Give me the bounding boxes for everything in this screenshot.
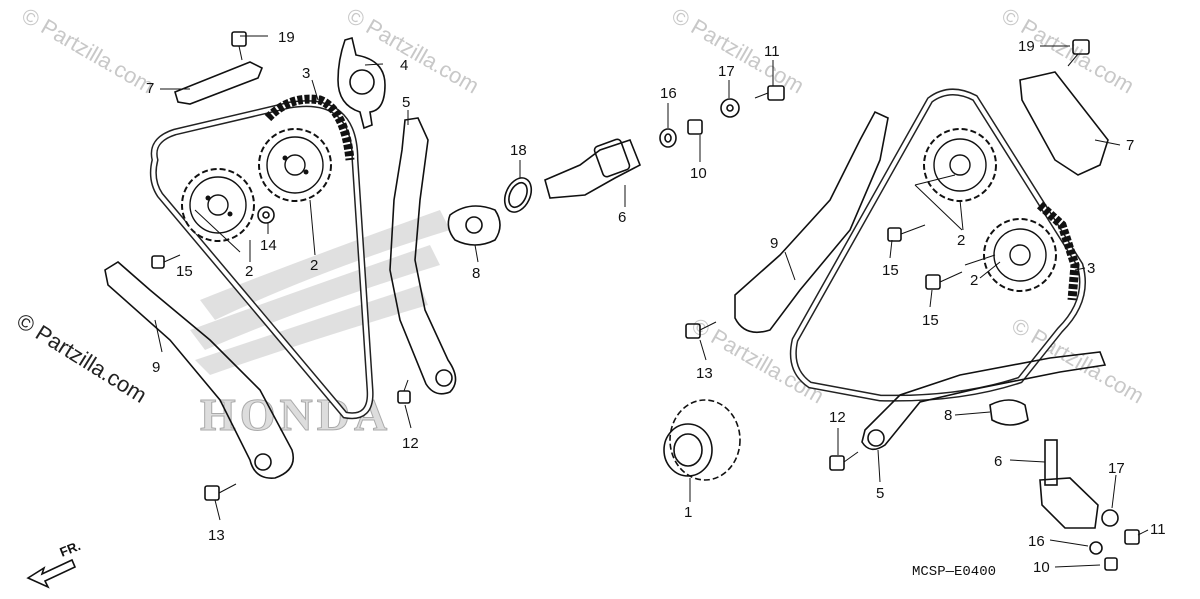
callout-label: 15	[882, 262, 899, 279]
washer-icon	[1089, 541, 1103, 555]
watermark: © Partzilla.com	[343, 3, 484, 99]
callout-label: 7	[1126, 137, 1134, 154]
cam-chain-tensioner	[1039, 439, 1099, 529]
bolt-icon	[151, 254, 181, 269]
washer-icon	[720, 98, 740, 118]
callout-label: 13	[208, 527, 225, 544]
callout-label: 17	[1108, 460, 1125, 477]
callout-label: 9	[770, 235, 778, 252]
crank-sprocket	[663, 399, 741, 481]
cam-chain-short	[1036, 201, 1080, 301]
callout-label: 3	[302, 65, 310, 82]
callout-label: 5	[402, 94, 410, 111]
watermark: © Partzilla.com	[18, 3, 159, 99]
tensioner-arm	[861, 351, 1107, 451]
bolt-icon	[1104, 557, 1118, 571]
callout-label: 16	[1028, 533, 1045, 550]
callout-label: 5	[876, 485, 884, 502]
callout-label: 9	[152, 359, 160, 376]
leader-lines	[154, 35, 1149, 568]
bolt-icon	[231, 31, 247, 61]
watermark: © Partzilla.com	[1008, 313, 1149, 409]
washer-icon	[659, 128, 677, 148]
bolt-icon	[685, 321, 717, 339]
bolt-icon	[687, 119, 703, 135]
bolt-icon	[925, 271, 963, 290]
tensioner-flange	[989, 399, 1029, 426]
callout-label: 8	[472, 265, 480, 282]
honda-wing-logo	[190, 210, 450, 375]
cam-chain-tensioner	[544, 138, 642, 199]
callout-label: 2	[310, 257, 318, 274]
bolt-icon	[887, 224, 926, 242]
front-direction-arrow-icon: FR.	[26, 538, 83, 589]
callout-labels: 19 7 3 4 5 2 2 14 15 9 13 12 8 18 16 17 …	[146, 29, 1166, 576]
callout-label: 4	[400, 57, 408, 74]
bolt-icon	[204, 483, 237, 501]
diagram-code: MCSP—E0400	[912, 564, 996, 580]
callout-label: 8	[944, 407, 952, 424]
bolt-icon	[1067, 39, 1090, 67]
bolt-icon	[1124, 529, 1140, 545]
callout-label: 14	[260, 237, 277, 254]
callout-label: 2	[970, 272, 978, 289]
callout-label: 15	[176, 263, 193, 280]
cam-sprocket-right	[258, 128, 332, 202]
watermark-dark: © Partzilla.com	[12, 308, 151, 408]
right-assembly	[734, 39, 1140, 571]
callout-label: 18	[510, 142, 527, 159]
callout-label: 6	[618, 209, 626, 226]
callout-label: 15	[922, 312, 939, 329]
callout-label: 17	[718, 63, 735, 80]
cam-sprocket-lower	[983, 218, 1057, 292]
callout-label: 2	[957, 232, 965, 249]
tensioner-arm	[389, 117, 457, 395]
chain-guide-plate	[1019, 71, 1109, 176]
bolt-icon	[397, 379, 411, 404]
nut-icon	[257, 206, 275, 224]
watermark: © Partzilla.com	[668, 3, 809, 99]
cam-chain-guide	[104, 261, 294, 479]
tensioner-flange	[447, 205, 501, 246]
cam-chain-guide	[734, 110, 889, 334]
callout-label: 2	[245, 263, 253, 280]
direction-label: FR.	[58, 538, 83, 560]
cam-chain-short	[264, 94, 355, 161]
callout-label: 19	[1018, 38, 1035, 55]
callout-label: 11	[764, 43, 780, 60]
callout-label: 6	[994, 453, 1002, 470]
callout-label: 7	[146, 80, 154, 97]
callout-label: 16	[660, 85, 677, 102]
callout-label: 12	[829, 409, 846, 426]
callout-label: 1	[684, 504, 692, 521]
cam-sprocket-left	[181, 168, 255, 242]
bolt-icon	[754, 85, 785, 101]
bolt-icon	[829, 451, 859, 471]
callout-label: 10	[690, 165, 707, 182]
callout-label: 13	[696, 365, 713, 382]
cam-sprocket-upper	[923, 128, 997, 202]
callout-label: 10	[1033, 559, 1050, 576]
tensioner-gasket	[337, 37, 386, 130]
chain-guide-plate	[174, 61, 264, 105]
callout-label: 3	[1087, 260, 1095, 277]
callout-label: 19	[278, 29, 295, 46]
o-ring	[503, 177, 533, 213]
left-assembly	[104, 31, 785, 501]
washer-icon	[1101, 509, 1119, 527]
watermark: © Partzilla.com	[688, 313, 829, 409]
callout-label: 12	[402, 435, 419, 452]
callout-label: 11	[1150, 521, 1166, 538]
